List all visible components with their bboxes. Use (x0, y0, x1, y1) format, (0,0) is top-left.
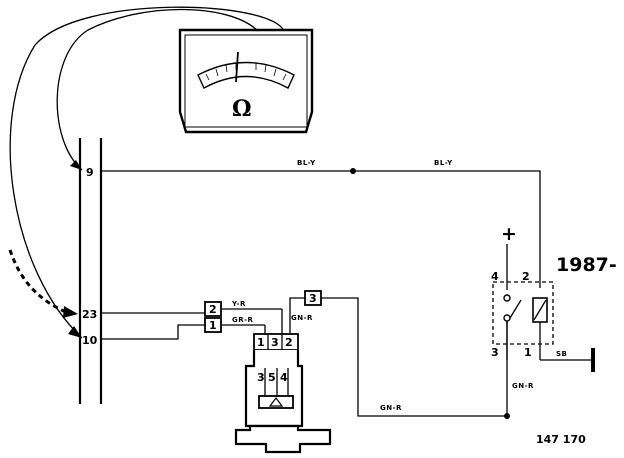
wire-label-gr-r: GR-R (232, 316, 254, 324)
relay-pin-4: 4 (491, 270, 499, 283)
sensor-component: 1 3 2 3 5 4 (234, 333, 332, 454)
wire-label-bl-y-left: BL-Y (297, 159, 316, 167)
ohmmeter: Ω (178, 28, 314, 134)
component-inner-5: 5 (268, 371, 276, 384)
relay-plus: + (501, 223, 517, 245)
wire-label-gn-r-upper: GN-R (291, 314, 313, 322)
ohm-symbol: Ω (232, 96, 252, 122)
wire-label-bl-y-right: BL-Y (434, 159, 453, 167)
meter-leads (8, 6, 285, 339)
component-row-1: 1 (257, 336, 265, 349)
terminal-1: 1 (209, 319, 217, 332)
component-inner-4: 4 (280, 371, 288, 384)
component-row-2: 2 (285, 336, 293, 349)
relay-body (492, 281, 554, 345)
wire-bl-y: BL-Y BL-Y (101, 159, 541, 288)
component-row-3: 3 (271, 336, 279, 349)
wire-label-gn-r-lower: GN-R (380, 404, 402, 412)
figure-number: 147 170 (536, 433, 586, 446)
connector-pin-23: 23 (82, 308, 97, 321)
terminal-2: 2 (209, 303, 217, 316)
terminal-boxes: 2 1 3 (204, 290, 322, 333)
connector-strip: 9 23 10 (78, 138, 103, 404)
connector-pin-9: 9 (86, 166, 94, 179)
component-inner-3: 3 (257, 371, 265, 384)
relay-pin-1: 1 (524, 346, 532, 359)
meter-needle (235, 51, 239, 83)
wire-label-y-r: Y-R (231, 300, 246, 308)
wire-gr-r: GR-R (101, 316, 266, 340)
terminal-3: 3 (309, 292, 317, 305)
year-label: 1987- (556, 254, 617, 276)
wire-gn-r: GN-R GN-R GN-R (289, 297, 534, 419)
relay: + 4 2 3 1 SB (491, 223, 595, 372)
wire-y-r: Y-R (101, 300, 283, 334)
wire-label-gn-r-relay: GN-R (512, 382, 534, 390)
relay-pin-2: 2 (522, 270, 530, 283)
wire-label-sb: SB (556, 350, 567, 358)
relay-pin-3: 3 (491, 346, 499, 359)
connector-pin-10: 10 (82, 334, 98, 347)
